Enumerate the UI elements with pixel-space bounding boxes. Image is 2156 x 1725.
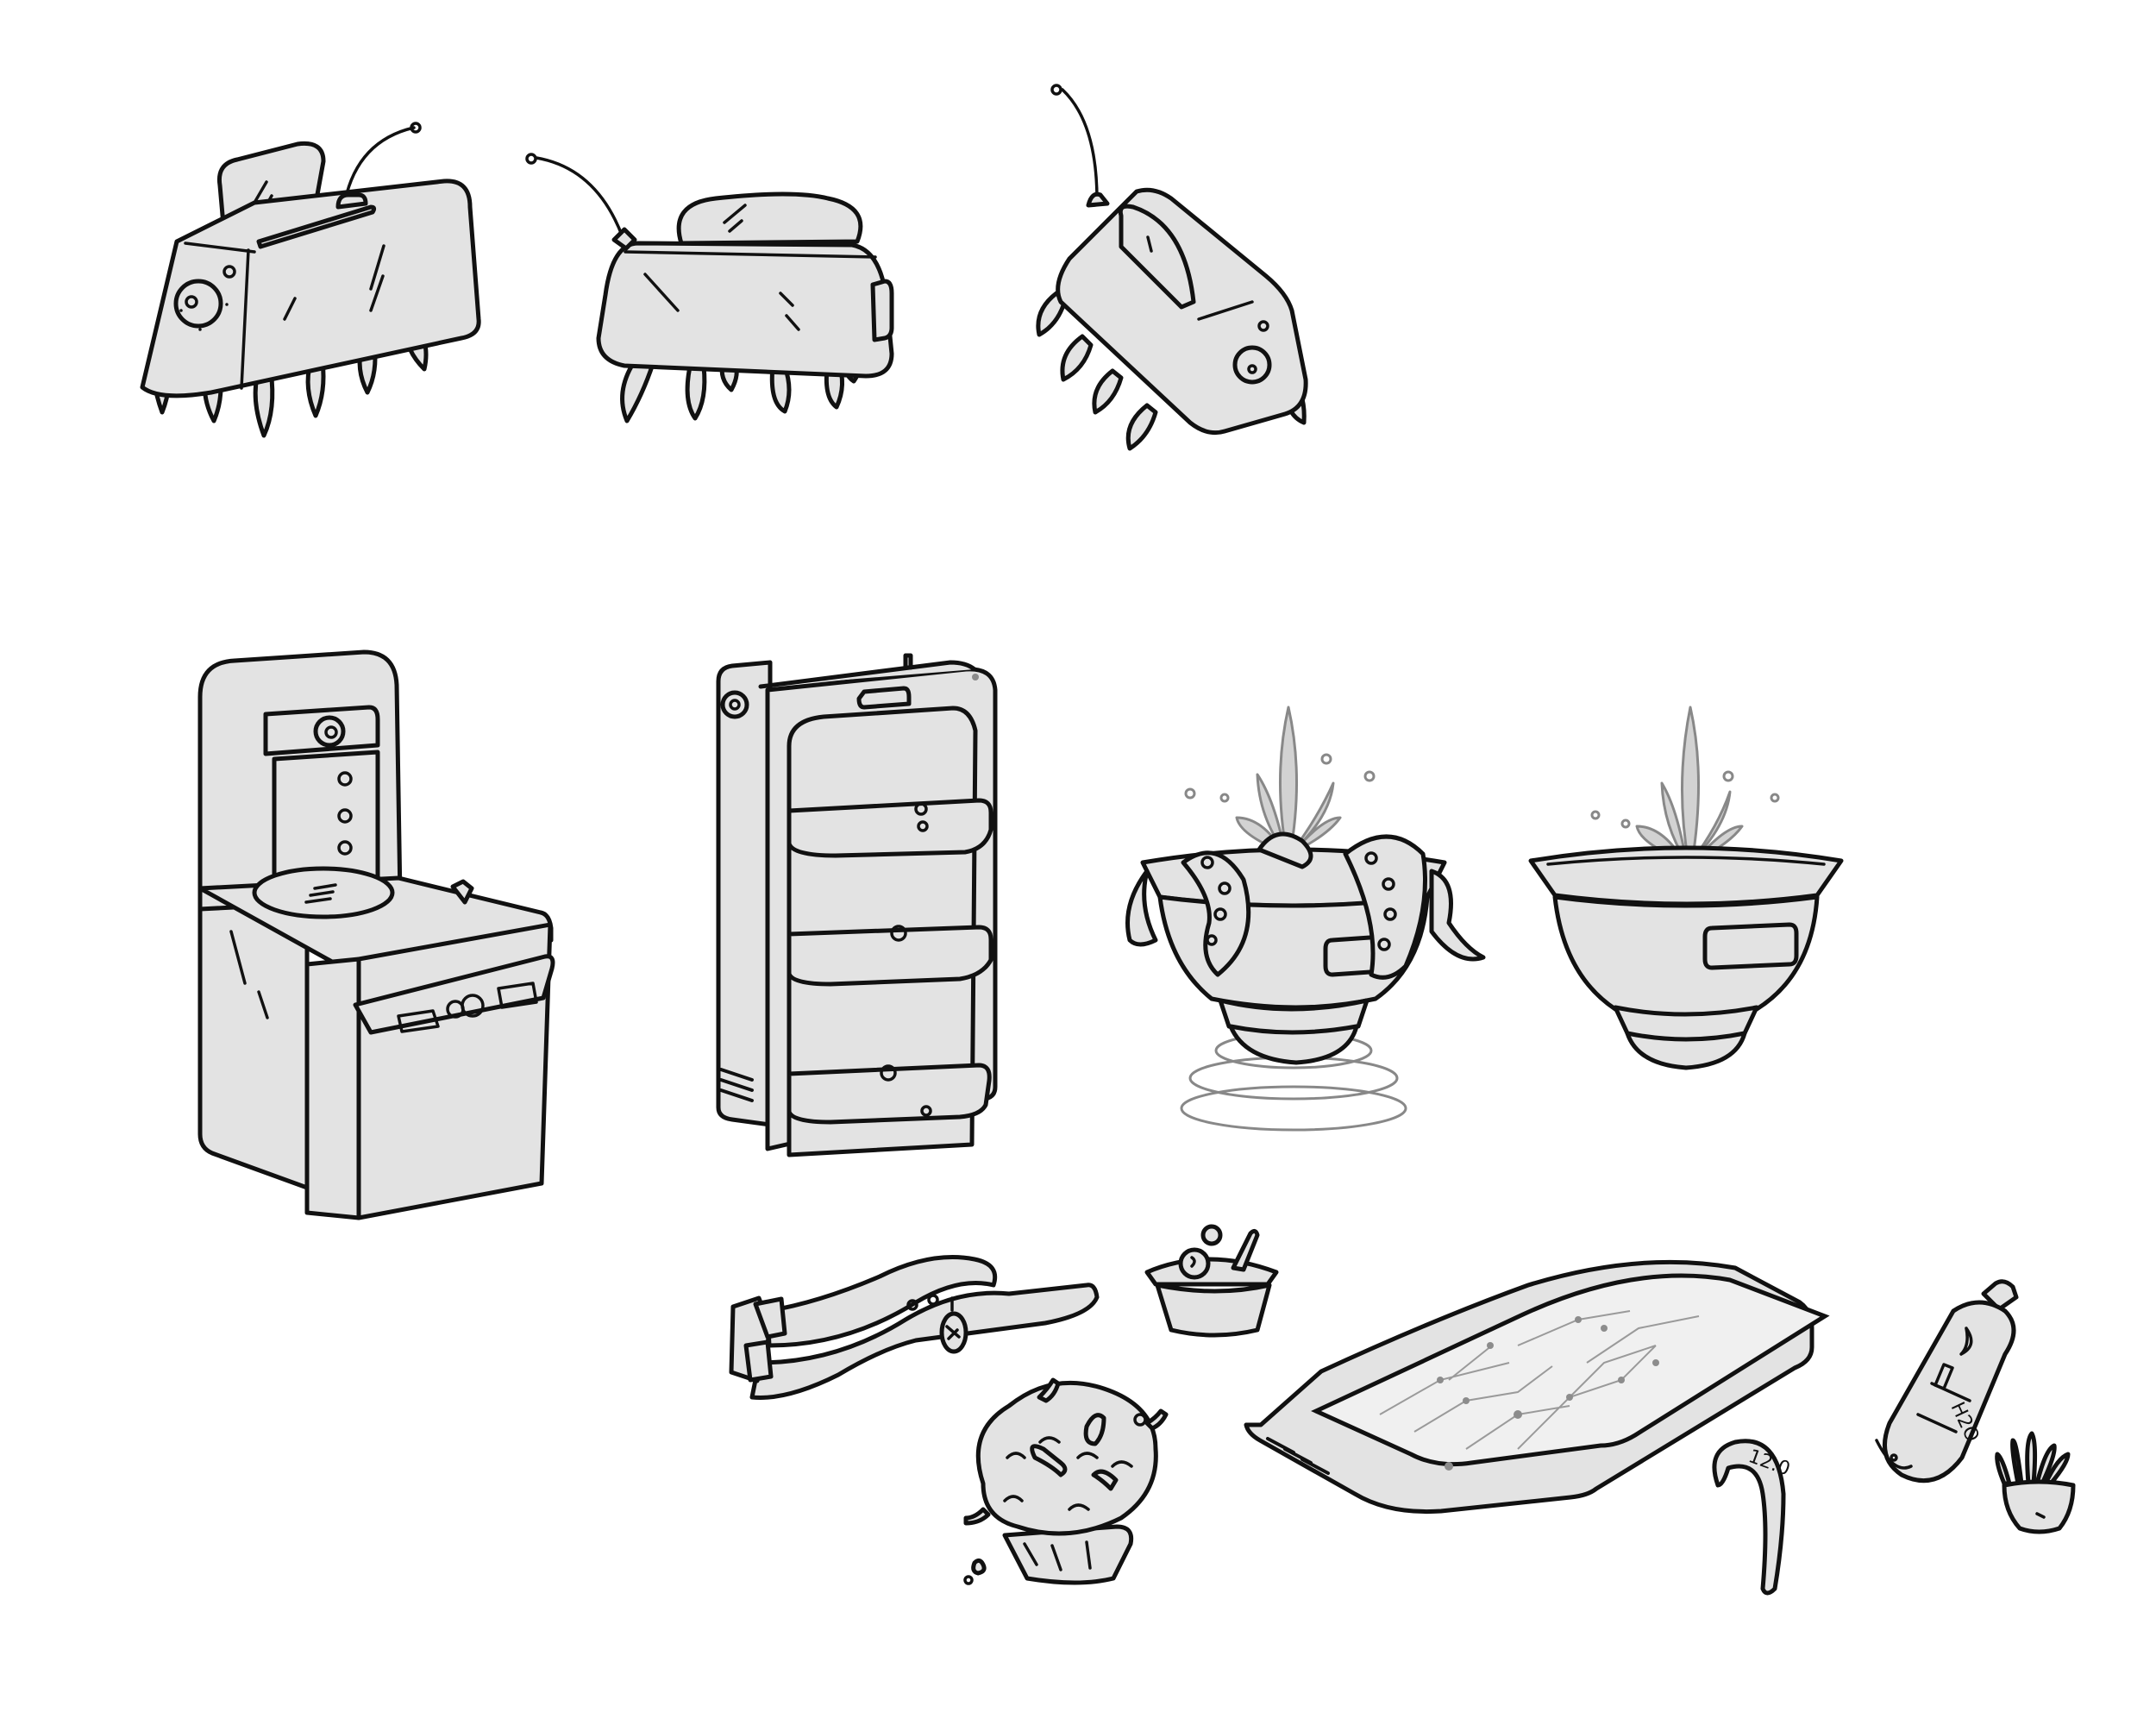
toaster-bug-tilted — [1036, 84, 1308, 451]
worm-muffin — [963, 1377, 1169, 1585]
water-bottle: H2O — [1875, 1279, 2019, 1484]
circuit-tablet — [1244, 1259, 1830, 1515]
potted-plant — [1995, 1431, 2076, 1534]
pet-collar — [729, 1255, 1100, 1400]
fountain-bowl — [1528, 706, 1844, 1070]
toaster-bug-front-left — [140, 122, 481, 438]
soup-cup — [1144, 1224, 1279, 1338]
hover-fountain-bowl-tentacles — [1125, 706, 1486, 1132]
sink-station — [197, 649, 555, 1220]
toaster-bug-side — [525, 153, 894, 423]
rotating-shelf-cabinet — [716, 653, 998, 1157]
wristband: 12:0 — [1712, 1439, 1793, 1596]
